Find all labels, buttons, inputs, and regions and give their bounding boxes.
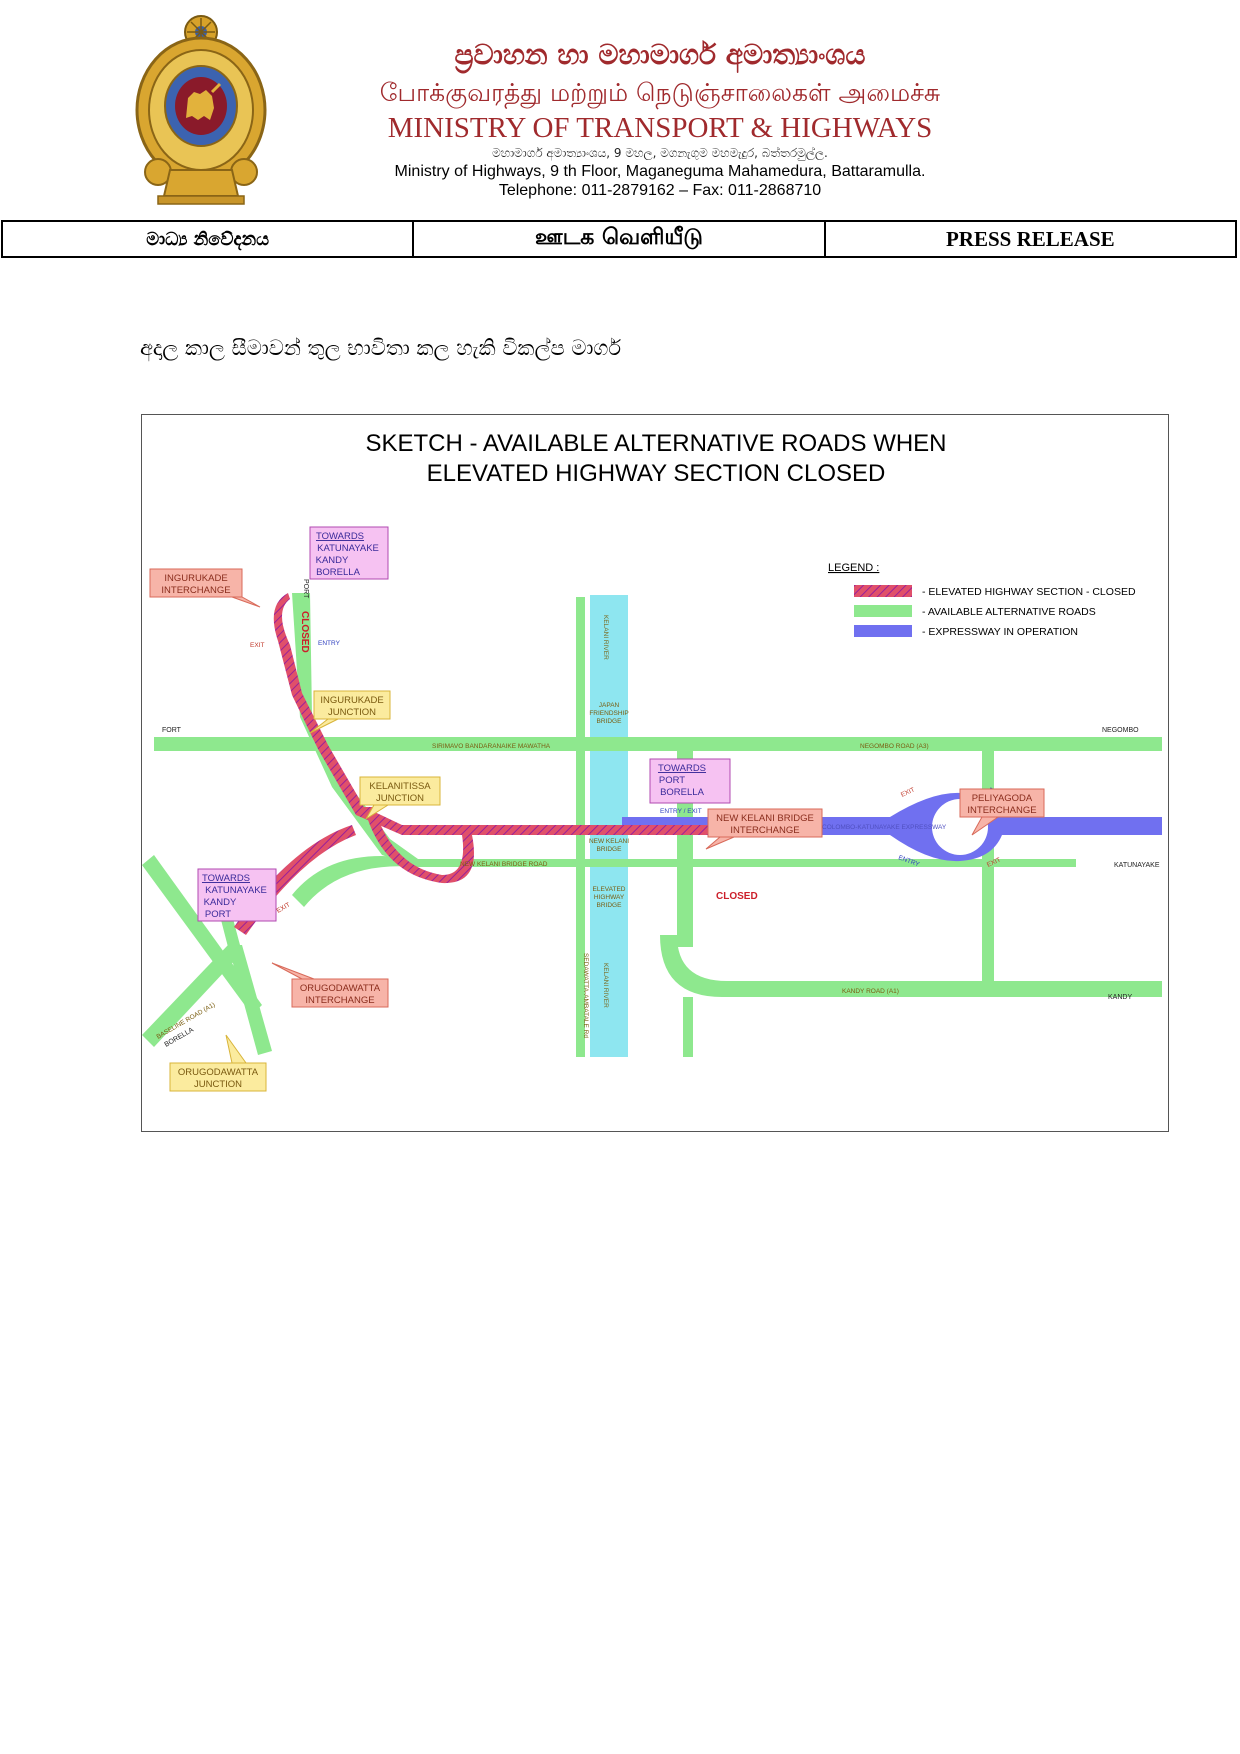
road-label-sedawatta: SEDAWATTA-AMBATALE Rd — [582, 953, 589, 1038]
exit-label-peliyagoda-west: EXIT — [900, 786, 916, 798]
legend-label-alternative: - AVAILABLE ALTERNATIVE ROADS — [922, 606, 1096, 618]
sketch-title-line-1: SKETCH - AVAILABLE ALTERNATIVE ROADS WHE… — [365, 430, 946, 457]
legend-label-expressway: - EXPRESSWAY IN OPERATION — [922, 626, 1078, 638]
address-english: Ministry of Highways, 9 th Floor, Magane… — [394, 163, 926, 180]
sketch-title-line-2: ELEVATED HIGHWAY SECTION CLOSED — [427, 460, 886, 487]
callout-orugodawatta-junction-line-2: JUNCTION — [194, 1079, 242, 1090]
exit-label-orugodawatta: EXIT — [276, 901, 292, 914]
elevated-bridge-label-2: HIGHWAY — [594, 894, 625, 901]
kelani-river-label-bottom: KELANI RIVER — [602, 963, 609, 1008]
ministry-name-sinhala: ප්‍රවාහන හා මහාමාර්ග අමාත්‍යාංශය — [454, 38, 866, 71]
ministry-name-tamil: போக்குவரத்து மற்றும் நெடுஞ்சாலைகள் அமைச்… — [379, 78, 941, 107]
exit-label-ingurukade: EXIT — [250, 642, 264, 649]
orugodawatta-south-road — [228, 945, 272, 1055]
road-label-kandy: KANDY ROAD (A1) — [842, 988, 899, 995]
letterhead: ප්‍රවාහන හා මහාමාර්ග අමාත්‍යාංශය போக்குவ… — [0, 0, 1240, 205]
banner-tamil: ஊடக வெளியீடு — [412, 222, 823, 256]
closed-label-new-kelani: CLOSED — [716, 891, 758, 902]
new-kelani-bridge-label-1: NEW KELANI — [589, 838, 629, 845]
press-release-banner: මාධ්‍ය නිවේදනය ஊடக வெளியீடு PRESS RELEAS… — [1, 220, 1237, 258]
address-sinhala: මහාමාර්ග අමාත්‍යාංශය, 9 මහල, මගනැගුම මහම… — [492, 146, 828, 160]
callout-ingurukade-junction-line-1: INGURUKADE — [320, 695, 383, 706]
direction-negombo: NEGOMBO — [1102, 727, 1139, 734]
callout-towards-left-line-1: TOWARDS — [202, 873, 250, 884]
callout-towards-top-line-2: KATUNAYAKE — [317, 543, 379, 554]
callout-kelanitissa-junction-line-2: JUNCTION — [376, 793, 424, 804]
callout-ingurukade-junction-line-2: JUNCTION — [328, 707, 376, 718]
japan-bridge-label-1: JAPAN — [599, 702, 620, 709]
elevated-bridge-label-3: BRIDGE — [597, 902, 623, 909]
banner-english: PRESS RELEASE — [823, 222, 1235, 256]
legend-label-closed: - ELEVATED HIGHWAY SECTION - CLOSED — [922, 586, 1136, 598]
callout-ingurukade-junction — [313, 690, 391, 720]
sketch-map: SKETCH - AVAILABLE ALTERNATIVE ROADS WHE… — [141, 414, 1169, 1132]
callout-towards-top-line-4: BORELLA — [316, 567, 360, 578]
callout-towards-left-line-4: PORT — [205, 909, 231, 920]
callout-ingurukade-interchange-line-2: INTERCHANGE — [161, 585, 230, 596]
callout-orugodawatta-junction-line-1: ORUGODAWATTA — [178, 1067, 259, 1078]
callout-orugodawatta-interchange-line-2: INTERCHANGE — [305, 995, 374, 1006]
callout-towards-port-borella — [649, 758, 731, 804]
callout-towards-top-line-3: KANDY — [316, 555, 349, 566]
kelani-river-label-top: KELANI RIVER — [602, 615, 609, 660]
kandy-road-curve — [660, 935, 1162, 997]
callout-peliyagoda-interchange — [959, 788, 1045, 818]
japan-bridge-label-3: BRIDGE — [597, 718, 623, 725]
direction-fort: FORT — [162, 727, 182, 734]
callout-towards-port-line-2: PORT — [659, 775, 685, 786]
baseline-road-south — [142, 945, 240, 1047]
callout-kelanitissa-junction — [359, 776, 441, 806]
legend-swatch-closed — [854, 585, 912, 597]
banner-sinhala: මාධ්‍ය නිවේදනය — [146, 228, 270, 250]
japan-bridge-label-2: FRIENDSHIP — [589, 710, 628, 717]
legend-swatch-alternative — [854, 605, 912, 617]
sri-lanka-emblem-icon — [135, 15, 267, 205]
callout-towards-left — [197, 868, 277, 922]
callout-towards-top-line-1: TOWARDS — [316, 531, 364, 542]
new-kelani-bridge-road — [416, 859, 1076, 867]
callout-ingurukade-interchange — [149, 568, 243, 598]
entry-exit-label-new-kelani: ENTRY / EXIT — [660, 808, 702, 815]
callout-towards-port-line-3: BORELLA — [660, 787, 704, 798]
callout-towards-top — [309, 526, 389, 580]
callout-orugodawatta-interchange-line-1: ORUGODAWATTA — [300, 983, 381, 994]
closed-label-port: CLOSED — [299, 611, 310, 653]
legend-heading: LEGEND : — [828, 562, 879, 574]
callouts: INGURUKADE INTERCHANGE TOWARDS KATUNAYAK… — [149, 526, 1045, 1092]
telephone-line: Telephone: 011-2879162 – Fax: 011-286871… — [498, 182, 822, 199]
elevated-bridge-label-1: ELEVATED — [593, 886, 626, 893]
entry-label-ingurukade: ENTRY — [318, 640, 341, 647]
ministry-name-english: MINISTRY OF TRANSPORT & HIGHWAYS — [387, 112, 933, 144]
road-label-sirimavo: SIRIMAVO BANDARANAIKE MAWATHA — [432, 743, 551, 750]
intro-heading: අදාල කාල සීමාවන් තුල භාවිතා කල හැකි විකල… — [140, 336, 622, 360]
legend: LEGEND : - ELEVATED HIGHWAY SECTION - CL… — [828, 562, 1136, 638]
bridge-labels: JAPAN FRIENDSHIP BRIDGE NEW KELANI BRIDG… — [589, 702, 629, 909]
elevated-loop — [364, 807, 474, 884]
callout-new-kelani-line-2: INTERCHANGE — [730, 825, 799, 836]
callout-orugodawatta-interchange — [291, 978, 389, 1008]
callout-peliyagoda-line-2: INTERCHANGE — [967, 805, 1036, 816]
new-kelani-bridge-label-2: BRIDGE — [597, 846, 623, 853]
road-label-negombo: NEGOMBO ROAD (A3) — [860, 743, 929, 750]
direction-port: PORT — [302, 579, 309, 599]
direction-kandy: KANDY — [1108, 994, 1132, 1001]
callout-new-kelani-interchange — [707, 808, 823, 838]
legend-swatch-expressway — [854, 625, 912, 637]
callout-towards-left-line-2: KATUNAYAKE — [205, 885, 267, 896]
sirimavo-negombo-road — [154, 737, 1162, 751]
expressway-main — [622, 792, 1162, 862]
baseline-road-north — [142, 855, 262, 1015]
direction-katunayake: KATUNAYAKE — [1114, 862, 1160, 869]
sketch-map-svg: SKETCH - AVAILABLE ALTERNATIVE ROADS WHE… — [142, 430, 1162, 1092]
road-label-new-kelani-bridge: NEW KELANI BRIDGE ROAD — [460, 861, 548, 868]
callout-new-kelani-line-1: NEW KELANI BRIDGE — [716, 813, 814, 824]
callout-ingurukade-interchange-line-1: INGURUKADE — [164, 573, 227, 584]
callout-towards-port-line-1: TOWARDS — [658, 763, 706, 774]
kandy-road-south-link — [683, 997, 693, 1057]
callout-peliyagoda-line-1: PELIYAGODA — [972, 793, 1033, 804]
road-label-expressway: COLOMBO-KATUNAYAKE EXPRESSWAY — [822, 824, 947, 831]
callout-orugodawatta-junction — [169, 1062, 267, 1092]
callout-towards-left-line-3: KANDY — [204, 897, 237, 908]
callout-kelanitissa-junction-line-1: KELANITISSA — [369, 781, 431, 792]
